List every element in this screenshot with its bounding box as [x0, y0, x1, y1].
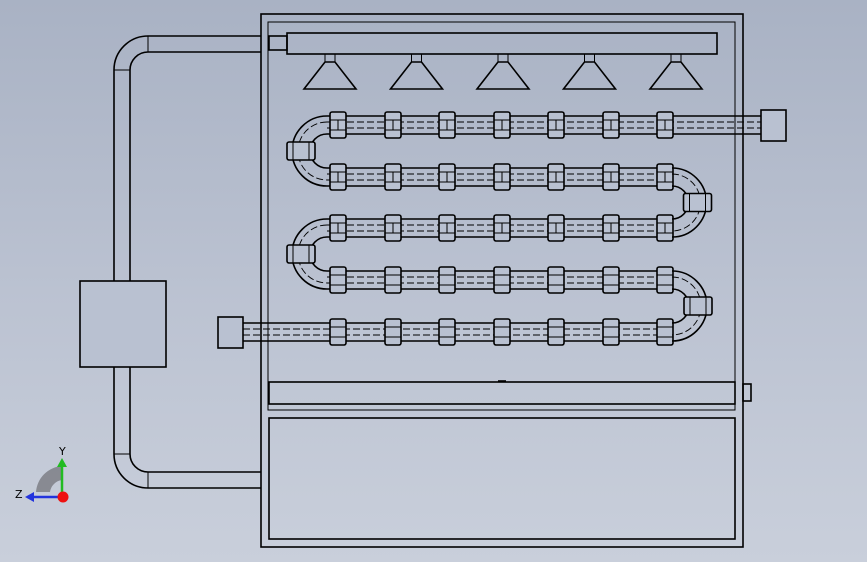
spray-nozzle: [561, 53, 618, 90]
pipe-coupling: [438, 266, 456, 294]
lower-tank: [268, 417, 736, 540]
nozzle-stem: [670, 53, 682, 63]
nozzle-cone: [388, 61, 445, 90]
coupling-body: [602, 266, 620, 294]
orientation-triad: Y Z: [15, 445, 69, 503]
pipe-coupling: [547, 111, 565, 139]
pipe-coupling: [656, 318, 674, 346]
coil-pass: [327, 163, 674, 191]
serpentine-coil: [243, 111, 761, 346]
pipe-coupling: [384, 111, 402, 139]
pipe-coupling: [656, 214, 674, 242]
pipe-coupling: [329, 163, 347, 191]
pipe-coupling: [656, 163, 674, 191]
coupling-body: [438, 266, 456, 294]
pipe-coupling: [656, 111, 674, 139]
coupling-body: [656, 318, 674, 346]
coil-pass: [327, 214, 674, 242]
y-axis-arrowhead: [57, 458, 67, 467]
z-axis-arrowhead: [25, 492, 34, 502]
pipe-coupling: [438, 214, 456, 242]
pipe-coupling: [384, 163, 402, 191]
coupling-body: [602, 318, 620, 346]
coil-outlet-cap: [760, 109, 787, 142]
coupling-body: [547, 266, 565, 294]
coil-pass: [327, 266, 674, 294]
pipe-coupling: [329, 111, 347, 139]
spray-nozzle: [648, 53, 704, 90]
pipe-coupling: [384, 318, 402, 346]
pipe-coupling: [547, 266, 565, 294]
coupling-body: [329, 318, 347, 346]
triad-origin-dot: [57, 491, 69, 503]
pipe-coupling: [602, 318, 620, 346]
nozzle-stem: [411, 53, 422, 63]
nozzle-stem: [584, 53, 595, 63]
coil-pass: [243, 318, 674, 346]
pipe-coupling: [547, 163, 565, 191]
nozzle-cone: [561, 61, 618, 90]
pipe-coupling: [384, 214, 402, 242]
pipe-coupling: [493, 318, 511, 346]
pipe-coupling: [602, 214, 620, 242]
coupling-body: [493, 266, 511, 294]
spray-nozzle: [388, 53, 445, 90]
coupling-body: [384, 318, 402, 346]
pipe-coupling: [329, 214, 347, 242]
spray-nozzle: [302, 53, 358, 90]
pipe-coupling: [656, 266, 674, 294]
bend-coupling: [683, 296, 713, 316]
coupling-body: [547, 318, 565, 346]
coupling-body: [656, 266, 674, 294]
coupling-body: [384, 266, 402, 294]
coupling-body: [329, 266, 347, 294]
pipe-coupling: [602, 111, 620, 139]
external-pipe-loop: [113, 35, 261, 489]
pipe-coupling: [438, 318, 456, 346]
z-axis-label: Z: [15, 488, 23, 501]
bend-coupling: [286, 141, 316, 161]
pipe-coupling: [547, 214, 565, 242]
spray-nozzles: [302, 53, 704, 90]
spray-header-pipe: [286, 32, 718, 55]
nozzle-cone: [648, 61, 704, 90]
triad-arc: [36, 466, 62, 492]
coil-inlet-cap: [217, 316, 244, 349]
pipe-coupling: [329, 266, 347, 294]
pipe-coupling: [493, 163, 511, 191]
water-tray: [268, 381, 736, 405]
pipe-coupling: [438, 163, 456, 191]
coil-pass: [327, 111, 761, 139]
nozzle-stem: [497, 53, 509, 63]
nozzle-stem: [324, 53, 336, 63]
pipe-coupling: [384, 266, 402, 294]
pipe-coupling: [438, 111, 456, 139]
header-inlet-collar: [268, 35, 288, 51]
pipe-coupling: [493, 266, 511, 294]
pipe-coupling: [602, 266, 620, 294]
pipe-coupling: [493, 111, 511, 139]
bend-coupling: [682, 192, 713, 213]
y-axis-label: Y: [58, 445, 66, 458]
coupling-body: [493, 318, 511, 346]
pipe-coupling: [493, 214, 511, 242]
coil-bends: [286, 115, 713, 342]
bend-coupling: [286, 244, 316, 264]
nozzle-cone: [475, 61, 531, 90]
cabinet-inner-frame: [267, 21, 736, 411]
spray-nozzle: [475, 53, 531, 90]
drain-stub: [742, 383, 752, 402]
circulation-pump-box: [79, 280, 167, 368]
cabinet-outer-frame: [260, 13, 744, 548]
nozzle-cone: [302, 61, 358, 90]
pipe-coupling: [547, 318, 565, 346]
coupling-body: [438, 318, 456, 346]
pipe-coupling: [602, 163, 620, 191]
pipe-coupling: [329, 318, 347, 346]
